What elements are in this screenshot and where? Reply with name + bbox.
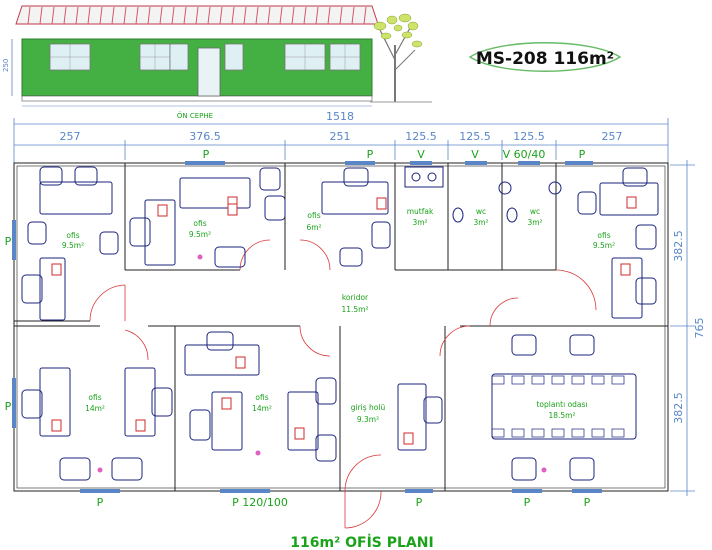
- facade-label: ÖN CEPHE: [177, 111, 213, 120]
- room-area: 9.5m²: [189, 230, 211, 239]
- marker-p: P: [524, 496, 531, 509]
- front-elevation: 250 ÖN CEPHE: [2, 5, 432, 120]
- dim-total: 1518: [326, 110, 354, 123]
- room-area: 6m²: [306, 223, 321, 232]
- dim-segment: 257: [602, 130, 623, 143]
- dim-segment: 376.5: [189, 130, 221, 143]
- room-name: wc: [530, 207, 540, 216]
- marker-p-120-100: P 120/100: [232, 496, 288, 509]
- model-label: MS-208 116m²: [476, 49, 614, 69]
- room-name: ofis: [307, 211, 320, 220]
- plant-icons: [97, 254, 547, 473]
- dim-right-total: 765: [693, 318, 706, 339]
- marker-p: P: [579, 148, 586, 161]
- room-area: 9.3m²: [357, 415, 379, 424]
- room-labels: ofis 9.5m² ofis 9.5m² ofis 6m² mutfak 3m…: [62, 207, 615, 424]
- dim-right-top: 382.5: [672, 230, 685, 262]
- room-area: 9.5m²: [62, 241, 84, 250]
- dim-segment: 125.5: [459, 130, 491, 143]
- facade-height-dim: 250: [2, 59, 10, 72]
- room-area: 14m²: [85, 404, 105, 413]
- dim-segment: 257: [60, 130, 81, 143]
- tree-icon: [370, 13, 432, 103]
- marker-p: P: [5, 400, 12, 413]
- room-name: mutfak: [407, 207, 434, 216]
- model-badge: MS-208 116m²: [468, 42, 622, 72]
- marker-v: V: [471, 148, 479, 161]
- room-name: ofis: [193, 219, 206, 228]
- room-area: 14m²: [252, 404, 272, 413]
- room-area: 9.5m²: [593, 241, 615, 250]
- dimension-lines: [13, 118, 695, 496]
- door-swings: [89, 239, 597, 529]
- room-name: koridor: [342, 293, 369, 302]
- room-area: 3m²: [412, 218, 427, 227]
- room-area: 3m²: [473, 218, 488, 227]
- dim-segment: 125.5: [405, 130, 437, 143]
- room-area: 11.5m²: [341, 305, 368, 314]
- plan-title: 116m² OFİS PLANI: [290, 534, 433, 550]
- marker-p: P: [97, 496, 104, 509]
- furniture: [21, 166, 659, 481]
- room-name: toplantı odası: [536, 400, 587, 409]
- room-name: giriş holü: [351, 403, 386, 412]
- room-name: ofis: [88, 393, 101, 402]
- floor-walls: [13, 162, 669, 492]
- marker-p: P: [203, 148, 210, 161]
- dim-right-bottom: 382.5: [672, 392, 685, 424]
- room-area: 18.5m²: [548, 411, 575, 420]
- room-name: ofis: [597, 231, 610, 240]
- cabinet-icons: [51, 196, 637, 445]
- marker-p: P: [367, 148, 374, 161]
- marker-v: V: [417, 148, 425, 161]
- marker-p: P: [584, 496, 591, 509]
- room-name: ofis: [66, 231, 79, 240]
- room-name: wc: [476, 207, 486, 216]
- dim-segment: 251: [330, 130, 351, 143]
- room-name: ofis: [255, 393, 268, 402]
- dim-segment: 125.5: [513, 130, 545, 143]
- marker-p: P: [5, 235, 12, 248]
- marker-p: P: [416, 496, 423, 509]
- opening-markers: [12, 161, 602, 493]
- room-area: 3m²: [527, 218, 542, 227]
- marker-v-6040: V 60/40: [503, 148, 546, 161]
